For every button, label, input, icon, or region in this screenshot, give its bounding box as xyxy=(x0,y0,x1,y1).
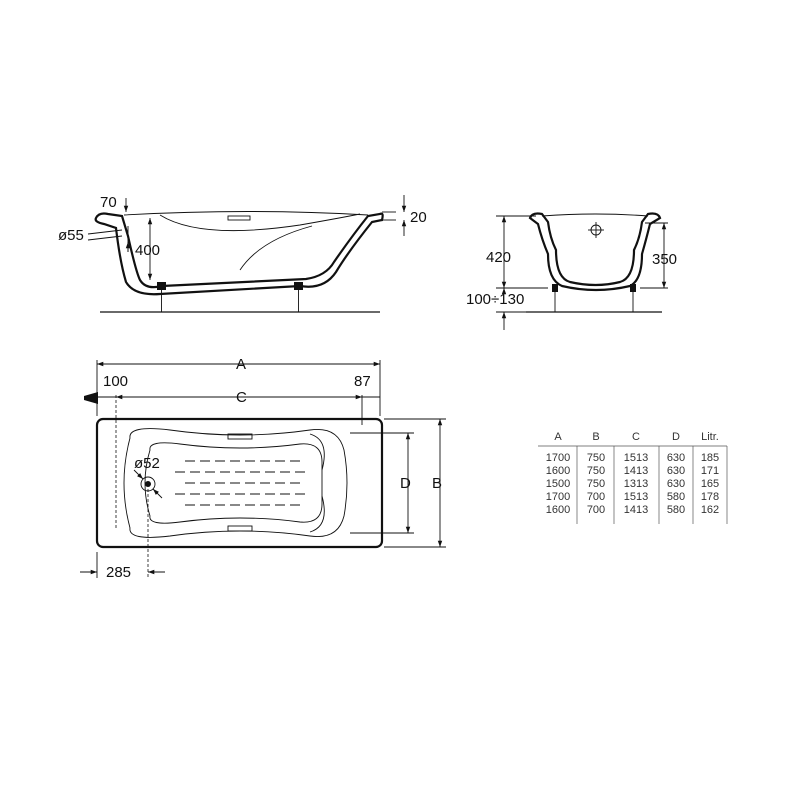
overflow-marker-icon xyxy=(84,392,98,404)
tub-backrest-curve-2 xyxy=(239,225,313,271)
overflow-fitting-icon xyxy=(588,222,604,238)
dim-right-offset: 87 xyxy=(354,373,371,390)
table-cell: 700 xyxy=(587,491,605,503)
table-cell: 165 xyxy=(701,478,719,490)
table-cell: 1600 xyxy=(546,465,570,477)
overflow-pipe xyxy=(87,229,123,241)
tub-basin-outline xyxy=(123,428,348,538)
table-cell: 630 xyxy=(667,452,685,464)
dim-depth: 400 xyxy=(135,242,160,259)
handle-top xyxy=(227,433,253,440)
table-cell: 1500 xyxy=(546,478,570,490)
dim-rim-thickness: 20 xyxy=(410,209,427,226)
table-cell: 185 xyxy=(701,452,719,464)
dim-d-label: D xyxy=(400,475,411,492)
table-cell: 580 xyxy=(667,491,685,503)
table-cell: 1600 xyxy=(546,504,570,516)
tub-foot-left xyxy=(157,282,166,312)
dim-overflow-diameter: ø55 xyxy=(58,227,84,244)
table-cell: 630 xyxy=(667,478,685,490)
dim-drain-position: 285 xyxy=(106,564,131,581)
side-view: 70 ø55 400 20 xyxy=(58,194,427,313)
dim-inner-depth: 350 xyxy=(652,251,677,268)
armrest-curve-top xyxy=(309,433,325,471)
handle-bottom xyxy=(227,525,253,532)
table-cell: 1413 xyxy=(624,504,648,516)
dim-c-label: C xyxy=(236,389,247,406)
tub-basin-inner xyxy=(144,442,323,524)
table-cell: 178 xyxy=(701,491,719,503)
dim-left-offset: 100 xyxy=(103,373,128,390)
tub-inner-rim xyxy=(123,211,369,216)
table-cell: 700 xyxy=(587,504,605,516)
table-cell: 750 xyxy=(587,478,605,490)
table-header-cell: B xyxy=(592,431,599,443)
anti-slip-pattern xyxy=(175,460,305,506)
tub-side-profile xyxy=(94,212,384,296)
table-cell: 1513 xyxy=(624,491,648,503)
table-cell: 1513 xyxy=(624,452,648,464)
dim-rim-height: 70 xyxy=(100,194,117,211)
dim-height: 420 xyxy=(486,249,511,266)
tub-outline xyxy=(95,417,384,549)
table-cell: 1700 xyxy=(546,452,570,464)
table-cell: 750 xyxy=(587,465,605,477)
table-cell: 1700 xyxy=(546,491,570,503)
table-cell: 580 xyxy=(667,504,685,516)
dim-leg-range: 100÷130 xyxy=(466,291,524,308)
table-header-cell: D xyxy=(672,431,680,443)
end-view: 420 350 100÷130 xyxy=(466,212,677,330)
armrest-curve-bottom xyxy=(309,495,325,533)
end-foot-right xyxy=(630,284,636,292)
tub-end-profile xyxy=(528,212,662,292)
table-cell: 162 xyxy=(701,504,719,516)
table-cell: 750 xyxy=(587,452,605,464)
table-cell: 1313 xyxy=(624,478,648,490)
table-header-cell: C xyxy=(632,431,640,443)
table-cell: 1413 xyxy=(624,465,648,477)
tub-backrest-curve xyxy=(159,213,361,232)
table-header-cell: Litr. xyxy=(701,431,719,443)
tub-foot-right xyxy=(294,282,303,312)
tub-end-inner-line xyxy=(541,213,649,217)
plan-view: ø52 A C 100 87 D B 285 xyxy=(80,356,446,581)
table-cell: 171 xyxy=(701,465,719,477)
dim-drain-diameter: ø52 xyxy=(134,455,160,472)
table-header-cell: A xyxy=(554,431,562,443)
dim-a-label: A xyxy=(236,356,246,373)
dim-b-label: B xyxy=(432,475,442,492)
table-cell: 630 xyxy=(667,465,685,477)
dimension-table: A B C D Litr. 1700 750 1513 630 185 1600 750 1413 630… xyxy=(538,431,728,524)
end-foot-left xyxy=(552,284,558,292)
grip-handle xyxy=(227,215,251,221)
